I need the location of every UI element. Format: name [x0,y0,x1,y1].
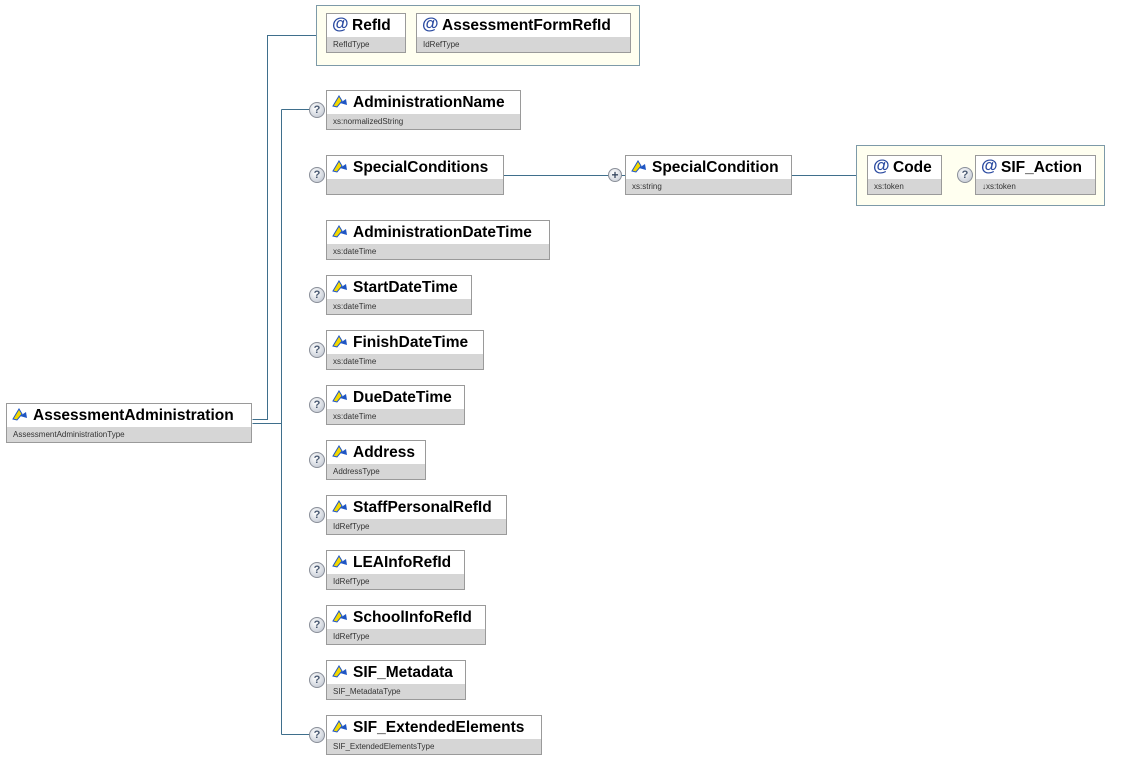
attribute-type: IdRefType [417,37,630,52]
element-name: LEAInfoRefId [353,554,452,571]
element-type: AssessmentAdministrationType [7,427,251,442]
attribute-name: Code [893,159,932,176]
element-name: SIF_Metadata [353,664,453,681]
element-icon [332,160,347,173]
attribute-node-code[interactable]: @ Code xs:token [867,155,942,195]
optional-marker: ? [957,167,973,183]
element-name: SIF_ExtendedElements [353,719,525,736]
element-icon [332,665,347,678]
attribute-icon: @ [981,156,998,175]
element-type: IdRefType [327,574,464,589]
optional-marker: ? [309,397,325,413]
repeating-marker: + [608,168,622,182]
element-name: AdministrationDateTime [353,224,532,241]
optional-marker: ? [309,342,325,358]
element-type: IdRefType [327,629,485,644]
element-type: xs:string [626,179,791,194]
attribute-type: RefIdType [327,37,405,52]
element-node-finishdatetime[interactable]: FinishDateTime xs:dateTime [326,330,484,370]
element-type [327,179,503,194]
element-icon [332,280,347,293]
element-name: DueDateTime [353,389,452,406]
attribute-icon: @ [873,156,890,175]
element-icon [332,555,347,568]
element-type: xs:dateTime [327,409,464,424]
optional-marker: ? [309,287,325,303]
optional-marker: ? [309,507,325,523]
element-icon [332,95,347,108]
element-type: xs:dateTime [327,354,483,369]
element-name: SpecialCondition [652,159,779,176]
element-type: IdRefType [327,519,506,534]
attribute-node-sif-action[interactable]: @ SIF_Action ↓xs:token [975,155,1096,195]
element-type: xs:normalizedString [327,114,520,129]
attribute-icon: @ [422,14,439,33]
attribute-name: SIF_Action [1001,159,1082,176]
element-type: SIF_MetadataType [327,684,465,699]
attribute-type: ↓xs:token [976,179,1095,194]
special-condition-node[interactable]: SpecialCondition xs:string [625,155,792,195]
attribute-name: RefId [352,17,391,34]
attribute-name: AssessmentFormRefId [442,17,611,34]
optional-marker: ? [309,167,325,183]
element-node-specialconditions[interactable]: SpecialConditions [326,155,504,195]
element-name: AdministrationName [353,94,505,111]
attribute-type: xs:token [868,179,941,194]
element-node-duedatetime[interactable]: DueDateTime xs:dateTime [326,385,465,425]
element-type: xs:dateTime [327,244,549,259]
root-element-node[interactable]: AssessmentAdministration AssessmentAdmin… [6,403,252,443]
optional-marker: ? [309,452,325,468]
element-icon [332,500,347,513]
element-icon [332,445,347,458]
element-name: Address [353,444,416,461]
element-node-administrationdatetime[interactable]: AdministrationDateTime xs:dateTime [326,220,550,260]
element-name: StaffPersonalRefId [353,499,492,516]
optional-marker: ? [309,102,325,118]
optional-marker: ? [309,727,325,743]
element-type: AddressType [327,464,425,479]
element-name: SchoolInfoRefId [353,609,472,626]
element-node-administrationname[interactable]: AdministrationName xs:normalizedString [326,90,521,130]
optional-marker: ? [309,562,325,578]
element-name: StartDateTime [353,279,458,296]
element-icon [631,160,646,173]
attribute-icon: @ [332,14,349,33]
element-icon [332,225,347,238]
optional-marker: ? [309,672,325,688]
element-name: FinishDateTime [353,334,469,351]
element-name: SpecialConditions [353,159,489,176]
element-icon [12,408,27,421]
element-icon [332,720,347,733]
element-type: SIF_ExtendedElementsType [327,739,541,754]
optional-marker: ? [309,617,325,633]
attribute-node-assessmentformrefid[interactable]: @ AssessmentFormRefId IdRefType [416,13,631,53]
element-icon [332,610,347,623]
element-icon [332,335,347,348]
element-type: xs:dateTime [327,299,471,314]
element-name: AssessmentAdministration [33,407,234,424]
element-icon [332,390,347,403]
element-node-startdatetime[interactable]: StartDateTime xs:dateTime [326,275,472,315]
attribute-node-refid[interactable]: @ RefId RefIdType [326,13,406,53]
